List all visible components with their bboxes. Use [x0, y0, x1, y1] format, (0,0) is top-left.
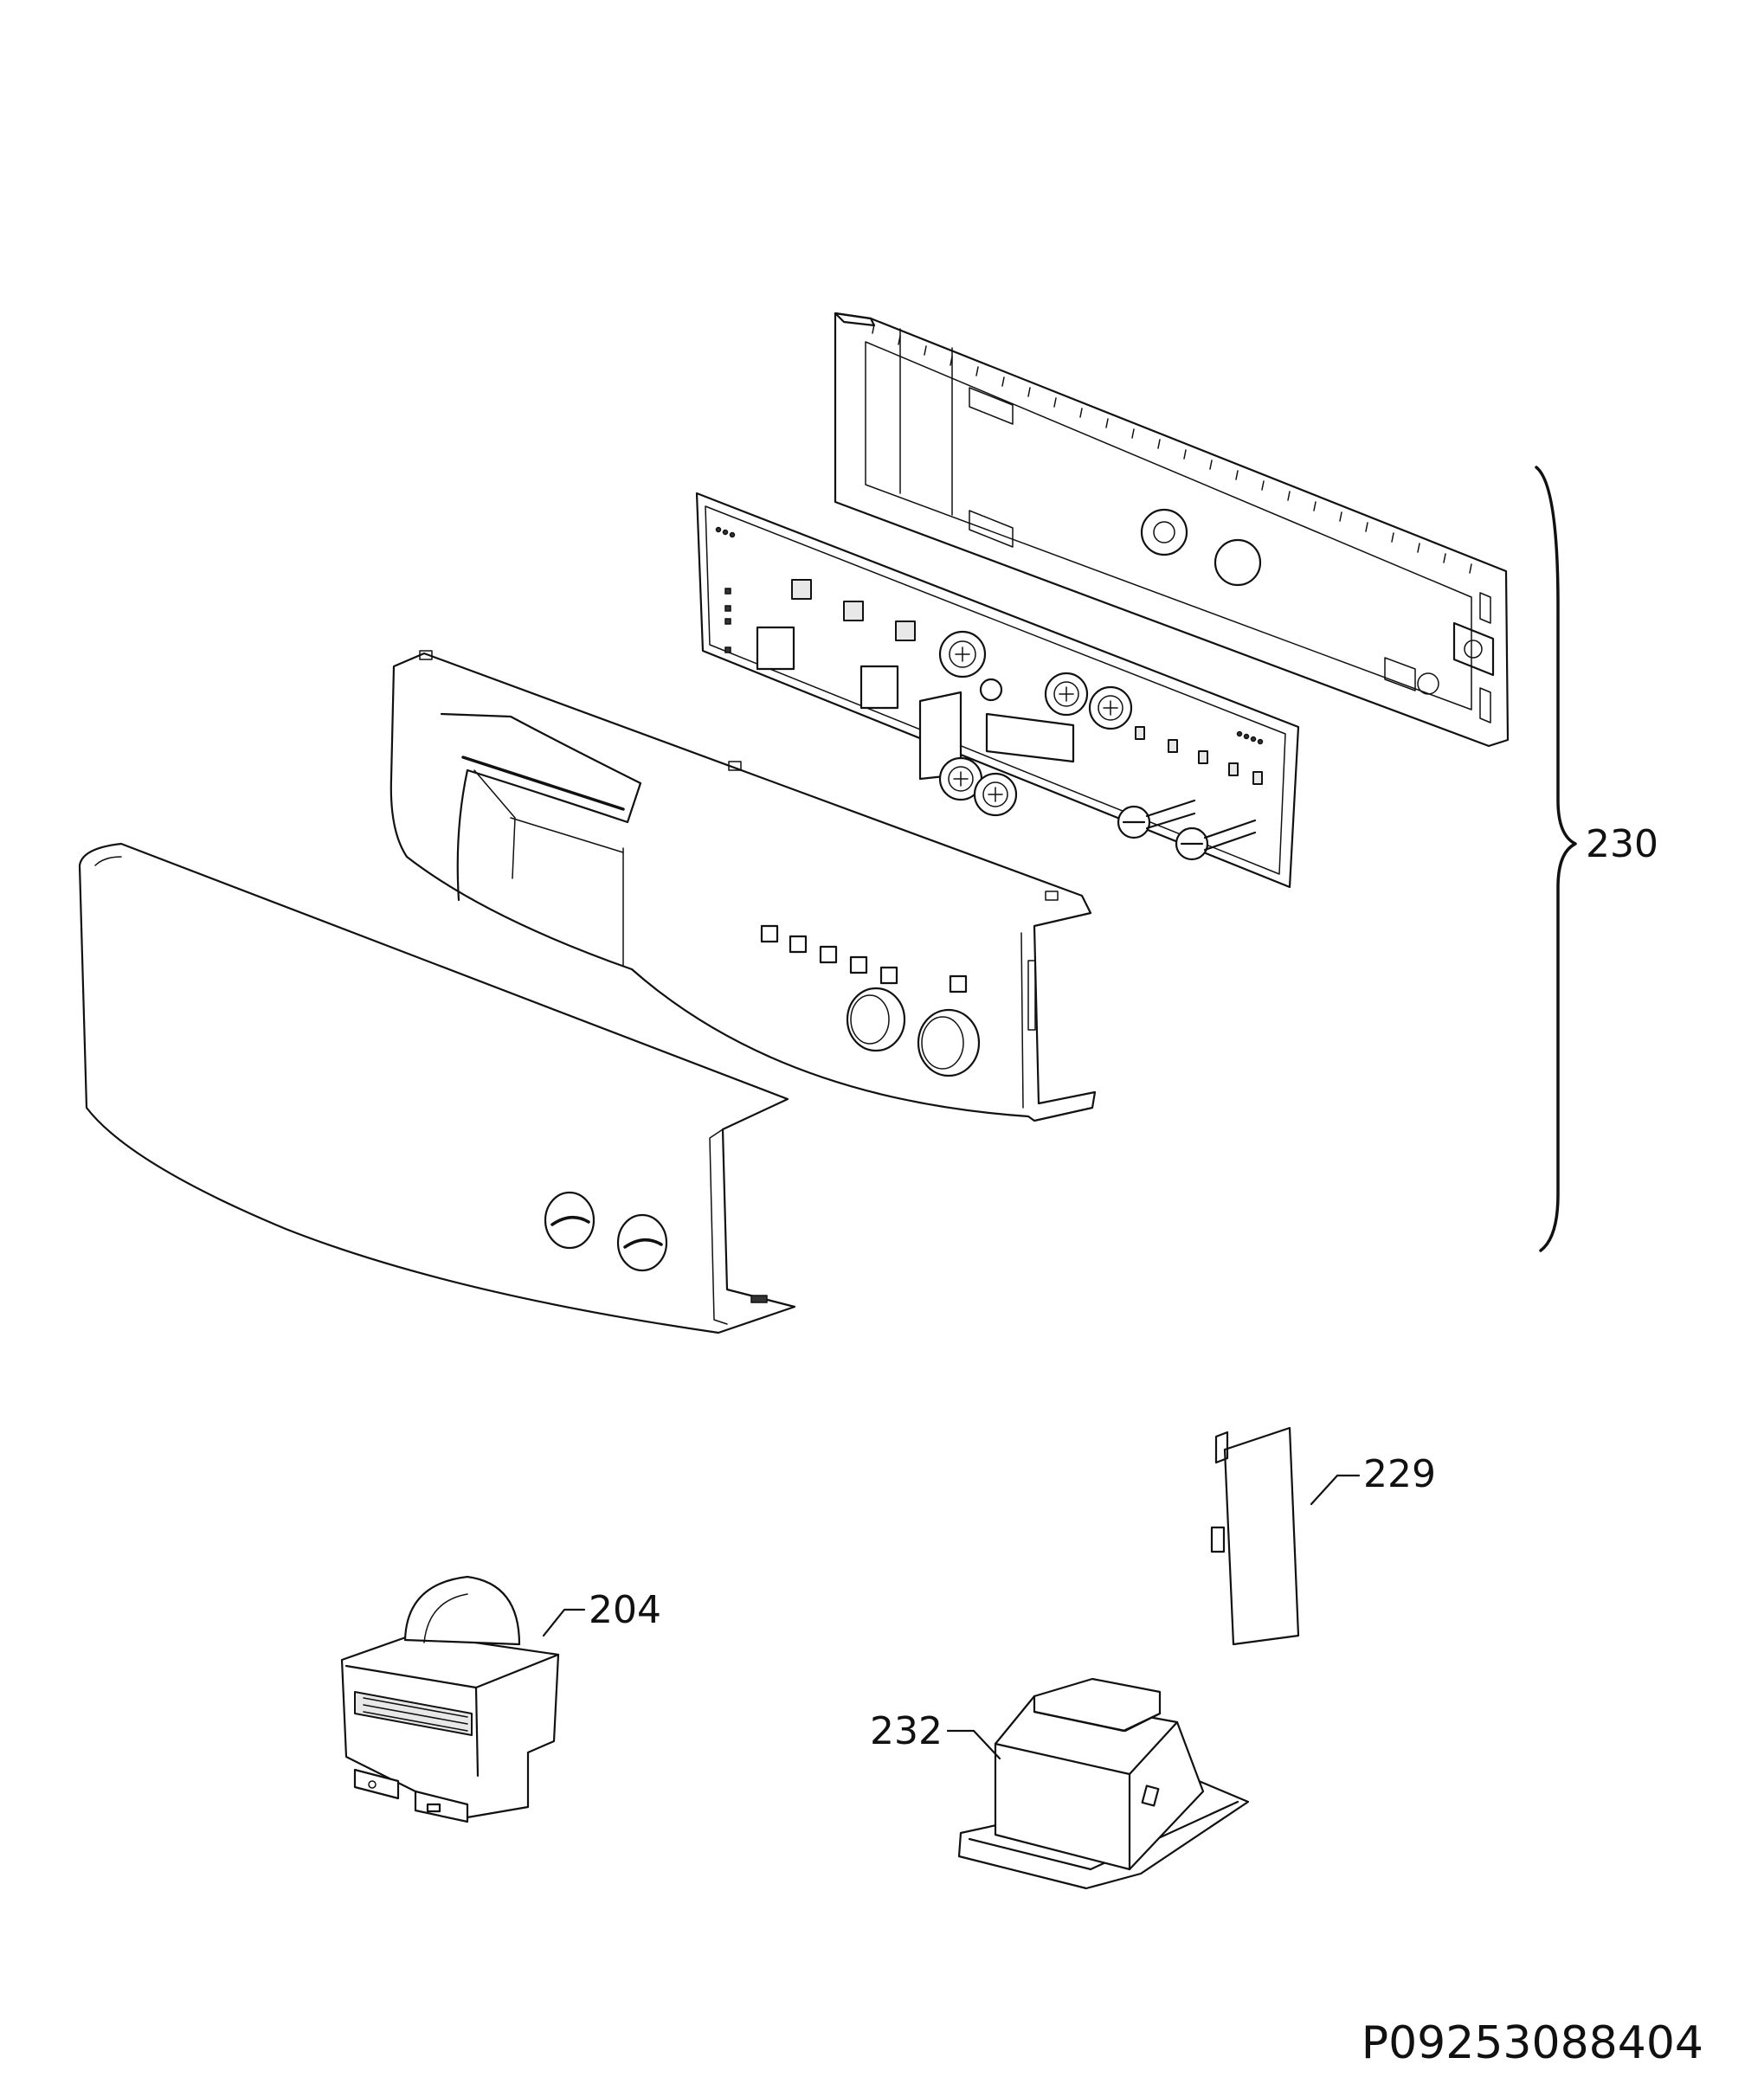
callout-232: 232 — [870, 1709, 943, 1753]
assembly-brace-230 — [1535, 466, 1577, 1252]
callout-204: 204 — [589, 1588, 661, 1632]
leader-line-204 — [542, 1608, 586, 1637]
callout-229: 229 — [1363, 1452, 1436, 1496]
callout-230: 230 — [1586, 822, 1658, 866]
document-code: P09253088404 — [1362, 2017, 1703, 2069]
front-panel-part — [389, 650, 1097, 1122]
door-switch-part — [340, 1575, 560, 1823]
control-board-part — [695, 492, 1300, 889]
interference-filter-part — [957, 1677, 1250, 1890]
leader-line-229 — [1310, 1474, 1361, 1506]
fascia-panel-part — [78, 842, 796, 1334]
rear-frame-part — [834, 312, 1510, 748]
leader-line-232 — [946, 1729, 1001, 1760]
cover-flap-part — [1210, 1426, 1300, 1646]
